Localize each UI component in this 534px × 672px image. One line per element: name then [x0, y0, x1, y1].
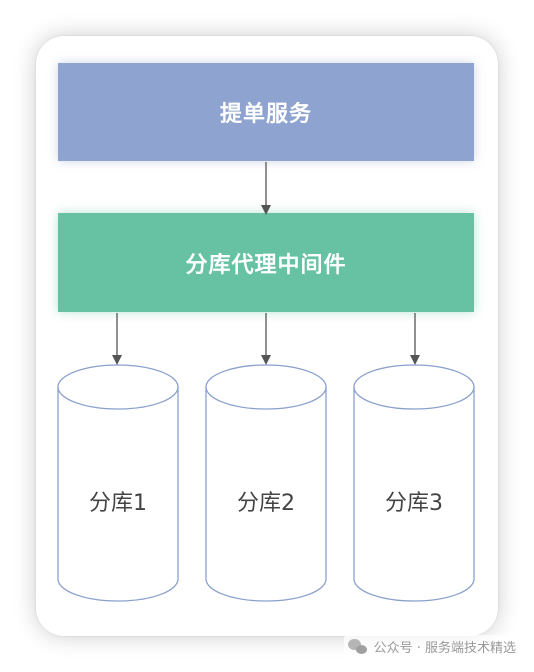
database-label-2: 分库2 — [237, 491, 295, 516]
service-box: 提单服务 — [58, 63, 474, 161]
database-label-1: 分库1 — [89, 491, 147, 516]
database-cylinder-2 — [205, 364, 327, 602]
service-label: 提单服务 — [219, 102, 312, 127]
proxy-label: 分库代理中间件 — [185, 252, 347, 278]
wechat-icon — [347, 638, 368, 655]
proxy-middleware-box: 分库代理中间件 — [58, 213, 474, 312]
database-label-3: 分库3 — [385, 491, 443, 516]
watermark-text: 公众号 · 服务端技术精选 — [373, 641, 516, 656]
watermark: 公众号 · 服务端技术精选 — [343, 635, 520, 658]
database-cylinder-1 — [57, 364, 179, 602]
database-cylinder-3 — [353, 364, 475, 602]
